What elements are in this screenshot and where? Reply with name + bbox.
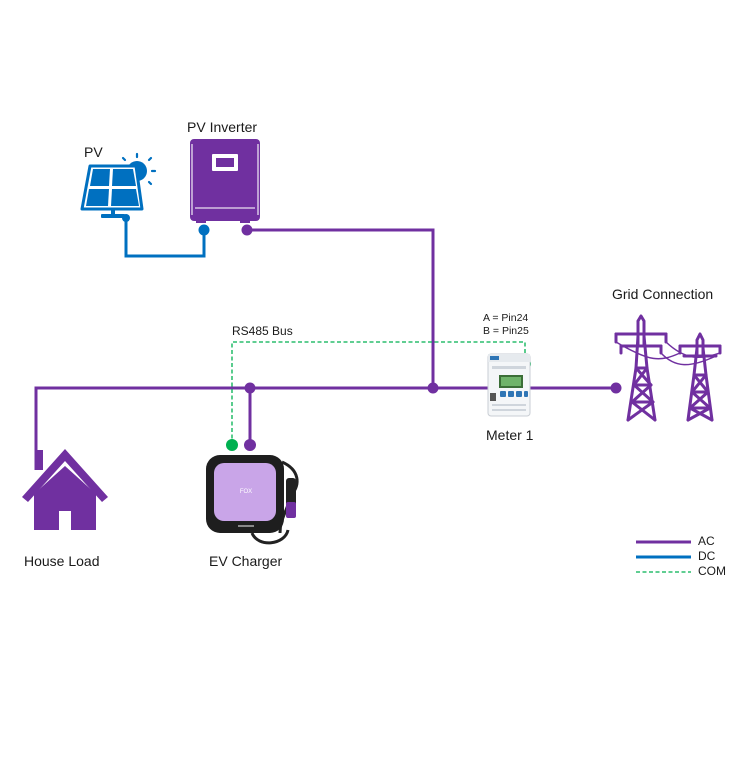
junction-dot <box>610 382 622 394</box>
terminal-dot <box>244 439 256 451</box>
junction-dot <box>244 382 256 394</box>
grid-connection-label: Grid Connection <box>612 286 714 302</box>
energy-meter-icon <box>487 353 531 417</box>
legend <box>636 540 691 573</box>
charger-brand-logo: FOX <box>240 489 252 495</box>
pv-label: PV <box>84 144 103 160</box>
terminal-dot <box>198 224 210 236</box>
legend-label-com: COM <box>698 564 726 578</box>
legend-label-dc: DC <box>698 549 716 563</box>
transmission-tower-icon <box>614 314 722 422</box>
pin-b-label: B = Pin25 <box>483 325 529 337</box>
dc-line <box>124 218 206 258</box>
junction-dot <box>427 382 439 394</box>
house-load-label: House Load <box>24 553 100 569</box>
solar-panel-icon <box>80 152 157 218</box>
house-icon <box>22 449 108 530</box>
terminal-dot <box>241 224 253 236</box>
ev-charger-icon: FOX <box>206 455 299 545</box>
pv-inverter-label: PV Inverter <box>187 119 258 135</box>
ac-main-bus <box>34 386 488 470</box>
com-line-rs485 <box>231 341 526 445</box>
inverter-icon <box>190 139 260 223</box>
ac-line-inverter <box>247 228 435 388</box>
pin-a-label: A = Pin24 <box>483 312 529 324</box>
ev-charger-label: EV Charger <box>209 553 283 569</box>
com-terminal-dot <box>226 439 238 451</box>
meter-label: Meter 1 <box>486 427 534 443</box>
rs485-bus-label: RS485 Bus <box>232 324 293 338</box>
legend-label-ac: AC <box>698 534 715 548</box>
